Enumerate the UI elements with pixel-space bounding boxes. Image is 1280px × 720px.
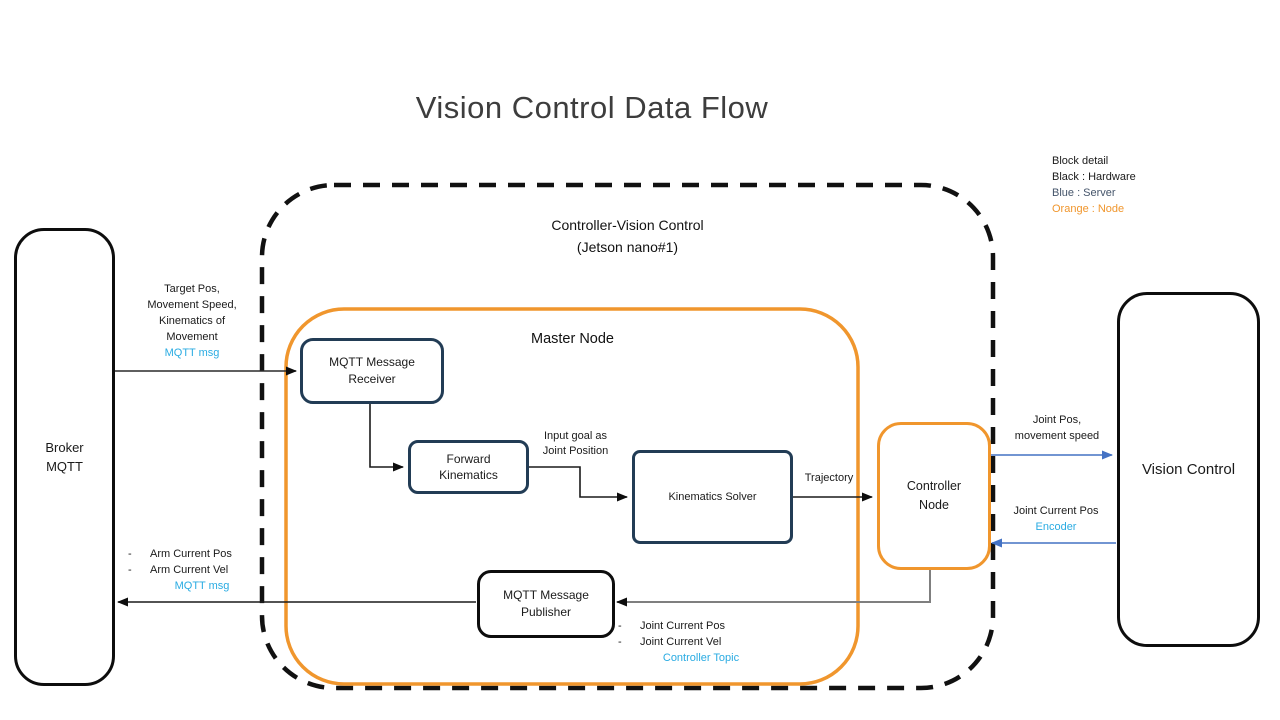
- encoder-label: Encoder: [1035, 521, 1077, 533]
- joint-pos-line1: Joint Pos,: [1032, 414, 1082, 426]
- joint-current-vel-item: Joint Current Vel: [640, 636, 722, 648]
- input-goal-line1: Input goal as: [544, 430, 607, 442]
- label-joint-current-pos: Joint Current Pos Encoder: [996, 503, 1116, 535]
- master-node-label: Master Node: [530, 331, 614, 347]
- legend-hardware: Black : Hardware: [1052, 171, 1136, 183]
- input-goal-line2: Joint Position: [542, 445, 609, 457]
- kinematics-solver-node: Kinematics Solver: [632, 450, 793, 544]
- vision-control-label: Vision Control: [1141, 461, 1236, 478]
- controller-node: Controller Node: [877, 422, 991, 570]
- mqtt-msg-topic: MQTT msg: [174, 580, 230, 592]
- edge-forward-kinematics-to-solver: [525, 466, 628, 502]
- mqtt-message-publisher-node: MQTT Message Publisher: [477, 570, 615, 638]
- legend-server: Blue : Server: [1052, 187, 1116, 199]
- kinematics-solver-label: Kinematics Solver: [668, 491, 757, 503]
- edge-receiver-to-forward-kinematics: [369, 399, 404, 472]
- broker-label-line2: MQTT: [46, 459, 83, 474]
- bullet-dash: -: [128, 548, 132, 560]
- broker-mqtt-node: Broker MQTT: [14, 228, 115, 686]
- joint-current-vel-row: - Joint Current Vel: [614, 634, 762, 650]
- receiver-label-line1: MQTT Message: [329, 355, 415, 369]
- arm-current-vel-row: - Arm Current Vel: [124, 562, 254, 578]
- receiver-label-line2: Receiver: [348, 372, 396, 386]
- joint-current-pos-line: Joint Current Pos: [1013, 505, 1099, 517]
- joint-current-pos-row: - Joint Current Pos: [614, 618, 762, 634]
- controller-label-line1: Controller: [906, 479, 962, 493]
- jetson-title-line1: Controller-Vision Control: [551, 217, 704, 233]
- arm-current-pos-row: - Arm Current Pos: [124, 546, 254, 562]
- label-input-goal: Input goal as Joint Position: [513, 429, 638, 459]
- target-pos-line1: Target Pos,: [164, 283, 220, 295]
- broker-label-line1: Broker: [45, 440, 84, 455]
- bullet-dash: -: [618, 636, 622, 648]
- vision-control-node: Vision Control: [1117, 292, 1260, 647]
- bullet-dash: -: [128, 564, 132, 576]
- label-target-pos: Target Pos, Movement Speed, Kinematics o…: [118, 281, 266, 361]
- label-trajectory: Trajectory: [804, 472, 854, 484]
- jetson-container-title: Controller-Vision Control (Jetson nano#1…: [480, 214, 775, 258]
- legend: Block detail Black : Hardware Blue : Ser…: [1052, 153, 1252, 217]
- publisher-label-line1: MQTT Message: [503, 588, 589, 602]
- page-title: Vision Control Data Flow: [415, 90, 769, 125]
- target-pos-line2: Movement Speed,: [147, 299, 237, 311]
- jetson-container-outline: [259, 182, 996, 691]
- target-pos-line4: Movement: [166, 331, 218, 343]
- legend-node: Orange : Node: [1052, 203, 1125, 215]
- target-pos-line3: Kinematics of: [158, 315, 226, 327]
- label-joint-current-list: - Joint Current Pos - Joint Current Vel …: [614, 618, 762, 666]
- jetson-title-line2: (Jetson nano#1): [576, 239, 679, 255]
- controller-topic: Controller Topic: [662, 652, 740, 664]
- label-joint-pos: Joint Pos, movement speed: [998, 412, 1116, 444]
- controller-label-line2: Node: [919, 498, 949, 512]
- forward-kinematics-node: Forward Kinematics: [408, 440, 529, 494]
- edge-controller-to-publisher: [616, 566, 931, 607]
- arm-current-pos: Arm Current Pos: [150, 548, 232, 560]
- publisher-label-line2: Publisher: [520, 605, 572, 619]
- label-arm-current: - Arm Current Pos - Arm Current Vel MQTT…: [124, 546, 254, 594]
- legend-title: Block detail: [1052, 155, 1109, 167]
- target-pos-mqtt-msg: MQTT msg: [164, 347, 220, 359]
- forward-kinematics-line1: Forward: [446, 452, 491, 466]
- joint-pos-line2: movement speed: [1014, 430, 1100, 442]
- forward-kinematics-line2: Kinematics: [439, 468, 498, 482]
- bullet-dash: -: [618, 620, 622, 632]
- joint-current-pos-item: Joint Current Pos: [640, 620, 725, 632]
- arm-current-vel: Arm Current Vel: [150, 564, 229, 576]
- mqtt-message-receiver-node: MQTT Message Receiver: [300, 338, 444, 404]
